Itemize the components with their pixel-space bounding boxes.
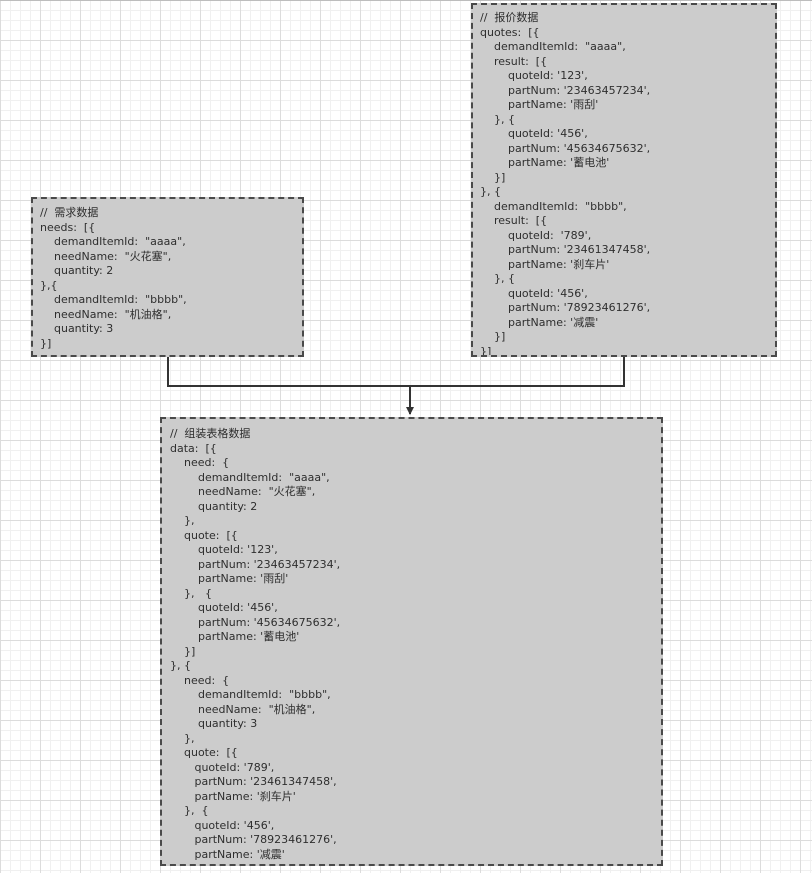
canvas-top-border bbox=[0, 0, 812, 1]
table-data-node[interactable]: // 组装表格数据 data: [{ need: { demandItemId:… bbox=[160, 417, 663, 866]
needs-data-text: // 需求数据 needs: [{ demandItemId: "aaaa", … bbox=[40, 206, 187, 350]
table-data-text: // 组装表格数据 data: [{ need: { demandItemId:… bbox=[170, 427, 341, 864]
quotes-data-node[interactable]: // 报价数据 quotes: [{ demandItemId: "aaaa",… bbox=[471, 3, 777, 357]
quotes-data-text: // 报价数据 quotes: [{ demandItemId: "aaaa",… bbox=[480, 11, 651, 357]
needs-data-node[interactable]: // 需求数据 needs: [{ demandItemId: "aaaa", … bbox=[31, 197, 304, 357]
